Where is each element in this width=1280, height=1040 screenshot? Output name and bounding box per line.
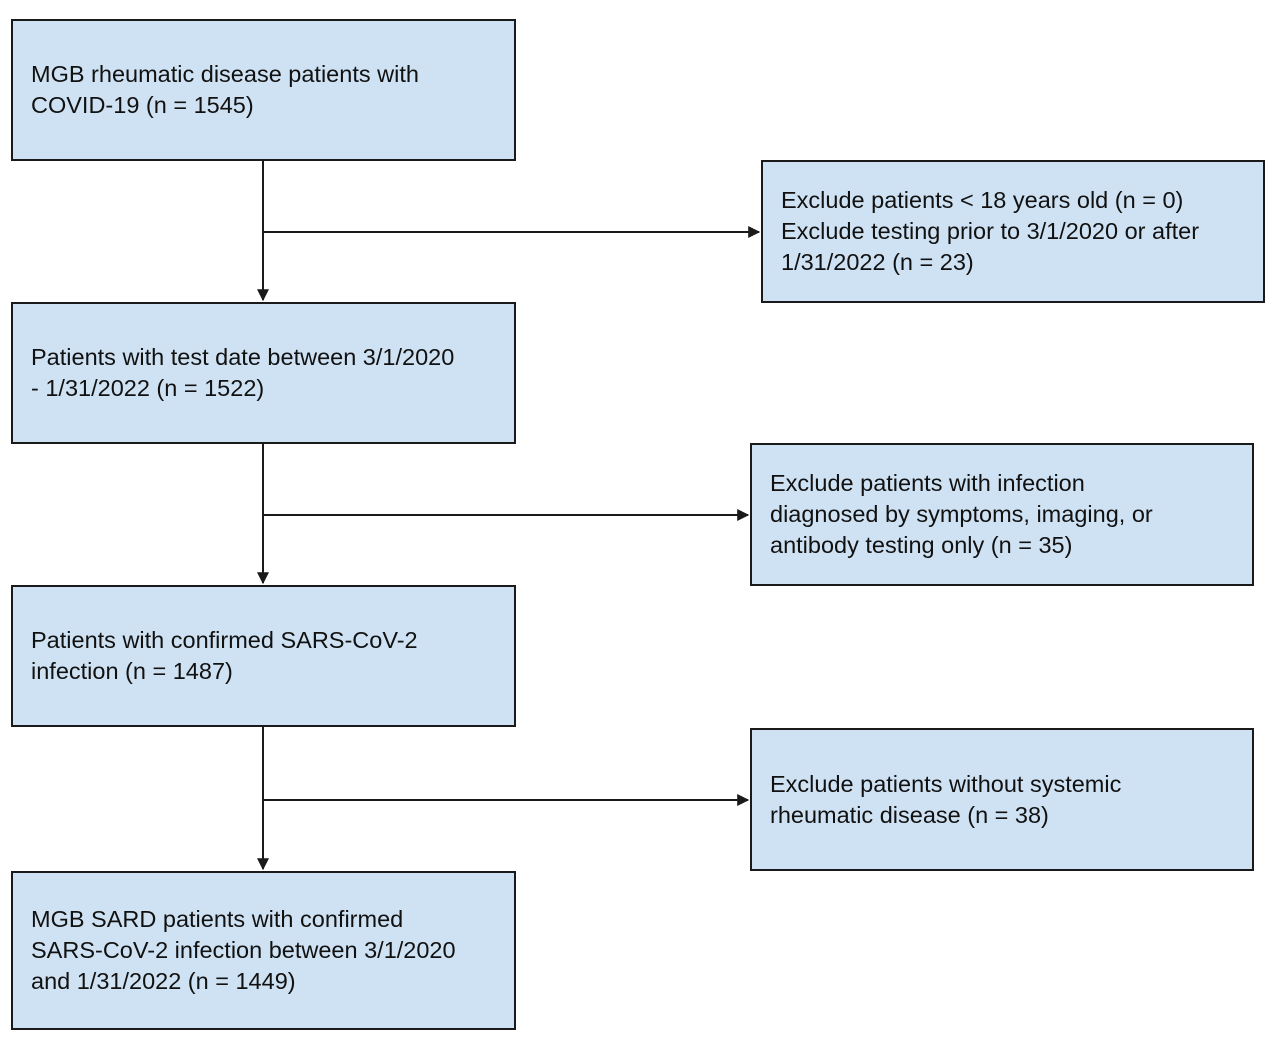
exclusion-label: Exclude patients without systemic rheuma… xyxy=(770,770,1122,828)
stage-box-test-date-window: Patients with test date between 3/1/2020… xyxy=(11,302,516,444)
stage-box-final-cohort: MGB SARD patients with confirmed SARS-Co… xyxy=(11,871,516,1030)
stage-label: Patients with test date between 3/1/2020… xyxy=(31,344,455,401)
exclusion-label: Exclude patients with infection diagnose… xyxy=(770,470,1153,558)
exclusion-box-no-systemic-disease: Exclude patients without systemic rheuma… xyxy=(750,728,1254,871)
stage-label: Patients with confirmed SARS-CoV-2 infec… xyxy=(31,627,418,684)
exclusion-label: Exclude patients < 18 years old (n = 0) … xyxy=(781,187,1200,275)
stage-box-confirmed-infection: Patients with confirmed SARS-CoV-2 infec… xyxy=(11,585,516,727)
stage-label: MGB rheumatic disease patients with COVI… xyxy=(31,61,419,118)
stage-box-initial-cohort: MGB rheumatic disease patients with COVI… xyxy=(11,19,516,161)
exclusion-box-age-and-test-date: Exclude patients < 18 years old (n = 0) … xyxy=(761,160,1265,303)
stage-label: MGB SARD patients with confirmed SARS-Co… xyxy=(31,906,456,994)
exclusion-box-diagnosis-method: Exclude patients with infection diagnose… xyxy=(750,443,1254,586)
